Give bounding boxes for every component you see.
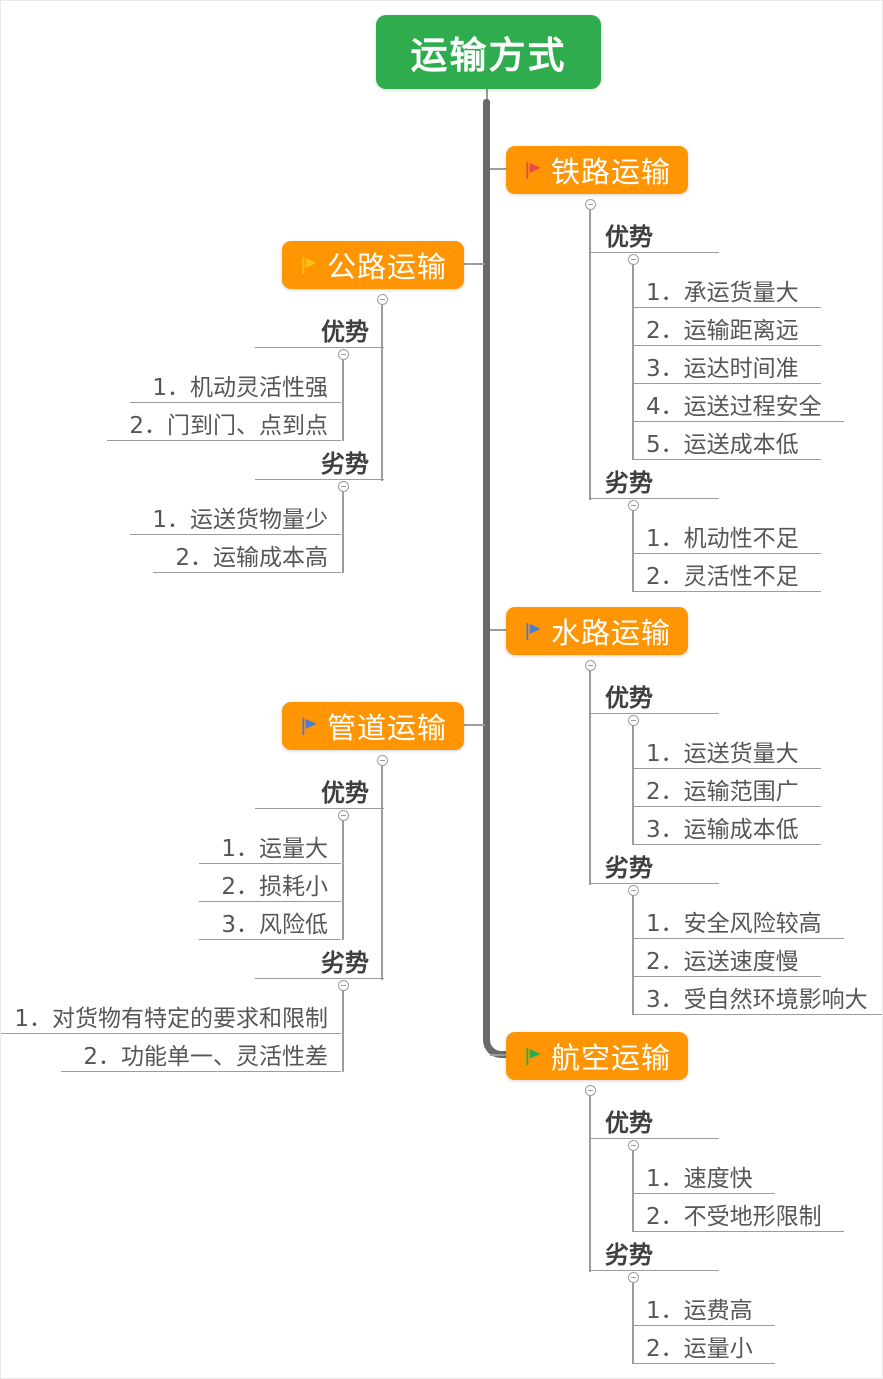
collapse-toggle-icon[interactable] [376,293,388,305]
root-topic-label: 运输方式 [410,33,567,77]
item-topic[interactable]: 2．运输范围广 [633,778,821,807]
item-topic[interactable]: 1．运量大 [199,835,341,864]
flag-icon [526,161,541,179]
item-topic[interactable]: 1．运费高 [633,1297,775,1326]
item-topic[interactable]: 2．门到门、点到点 [107,412,341,441]
trunk-line [483,99,490,1028]
item-topic[interactable]: 3．风险低 [199,911,341,940]
group-label[interactable]: 优势 [255,318,384,348]
collapse-toggle-icon[interactable] [337,809,349,821]
connector-line [342,359,344,441]
item-topic[interactable]: 2．灵活性不足 [633,563,821,592]
branch-topic[interactable]: 航空运输 [506,1032,689,1080]
connector-line [486,89,488,102]
collapse-toggle-icon[interactable] [337,480,349,492]
item-topic[interactable]: 5．运送成本低 [633,431,821,460]
item-topic[interactable]: 1．速度快 [633,1165,775,1194]
collapse-toggle-icon[interactable] [376,754,388,766]
connector-line [381,304,383,481]
collapse-toggle-icon[interactable] [584,198,596,210]
collapse-toggle-icon[interactable] [627,884,639,896]
group-label[interactable]: 劣势 [590,854,719,884]
connector-line [632,1150,634,1232]
group-label[interactable]: 劣势 [255,949,384,979]
item-topic[interactable]: 2．运送速度慢 [633,948,821,977]
item-topic[interactable]: 1．运送货物量少 [130,506,341,535]
collapse-toggle-icon[interactable] [584,659,596,671]
connector-line [342,491,344,573]
group-label[interactable]: 优势 [255,779,384,809]
item-topic[interactable]: 1．机动灵活性强 [130,374,341,403]
item-topic[interactable]: 2．不受地形限制 [633,1203,844,1232]
collapse-toggle-icon[interactable] [627,1139,639,1151]
group-label[interactable]: 优势 [590,223,719,253]
group-label[interactable]: 优势 [590,684,719,714]
branch-topic-label: 铁路运输 [551,155,672,189]
connector-line [632,510,634,592]
connector-line [381,765,383,980]
connector-line [632,725,634,845]
collapse-toggle-icon[interactable] [584,1084,596,1096]
item-topic[interactable]: 1．对货物有特定的要求和限制 [1,1005,341,1034]
collapse-toggle-icon[interactable] [627,499,639,511]
connector-line [490,168,507,170]
flag-icon [302,256,317,274]
item-topic[interactable]: 1．安全风险较高 [633,910,844,939]
connector-line [632,895,634,1015]
item-topic[interactable]: 1．承运货量大 [633,279,821,308]
flag-icon [302,717,317,735]
connector-line [342,820,344,940]
collapse-toggle-icon[interactable] [337,348,349,360]
branch-topic-label: 公路运输 [326,250,447,284]
flag-icon [526,622,541,640]
group-label[interactable]: 劣势 [590,469,719,499]
connector-line [464,724,485,726]
item-topic[interactable]: 2．运输成本高 [153,544,341,573]
connector-line [464,263,485,265]
item-topic[interactable]: 1．运送货量大 [633,740,821,769]
item-topic[interactable]: 2．损耗小 [199,873,341,902]
branch-topic-label: 水路运输 [551,616,672,650]
item-topic[interactable]: 2．运输距离远 [633,317,821,346]
connector-line [342,990,344,1072]
connector-line [632,264,634,460]
connector-line [490,1054,507,1056]
flag-icon [526,1047,541,1065]
branch-topic[interactable]: 管道运输 [281,702,464,750]
branch-topic[interactable]: 铁路运输 [506,146,689,194]
group-label[interactable]: 劣势 [255,450,384,480]
connector-line [589,670,591,885]
collapse-toggle-icon[interactable] [627,1271,639,1283]
branch-topic-label: 航空运输 [551,1041,672,1075]
item-topic[interactable]: 3．运达时间准 [633,355,821,384]
collapse-toggle-icon[interactable] [337,979,349,991]
item-topic[interactable]: 3．受自然环境影响大 [633,986,882,1015]
group-label[interactable]: 劣势 [590,1241,719,1271]
collapse-toggle-icon[interactable] [627,253,639,265]
branch-topic[interactable]: 水路运输 [506,607,689,655]
connector-line [490,629,507,631]
collapse-toggle-icon[interactable] [627,714,639,726]
item-topic[interactable]: 2．运量小 [633,1335,775,1364]
group-label[interactable]: 优势 [590,1109,719,1139]
connector-line [589,209,591,500]
branch-topic[interactable]: 公路运输 [281,241,464,289]
item-topic[interactable]: 3．运输成本低 [633,816,821,845]
item-topic[interactable]: 4．运送过程安全 [633,393,844,422]
connector-line [589,1095,591,1272]
item-topic[interactable]: 2．功能单一、灵活性差 [61,1043,341,1072]
root-topic[interactable]: 运输方式 [376,15,601,89]
item-topic[interactable]: 1．机动性不足 [633,525,821,554]
branch-topic-label: 管道运输 [326,711,447,745]
connector-line [632,1282,634,1364]
